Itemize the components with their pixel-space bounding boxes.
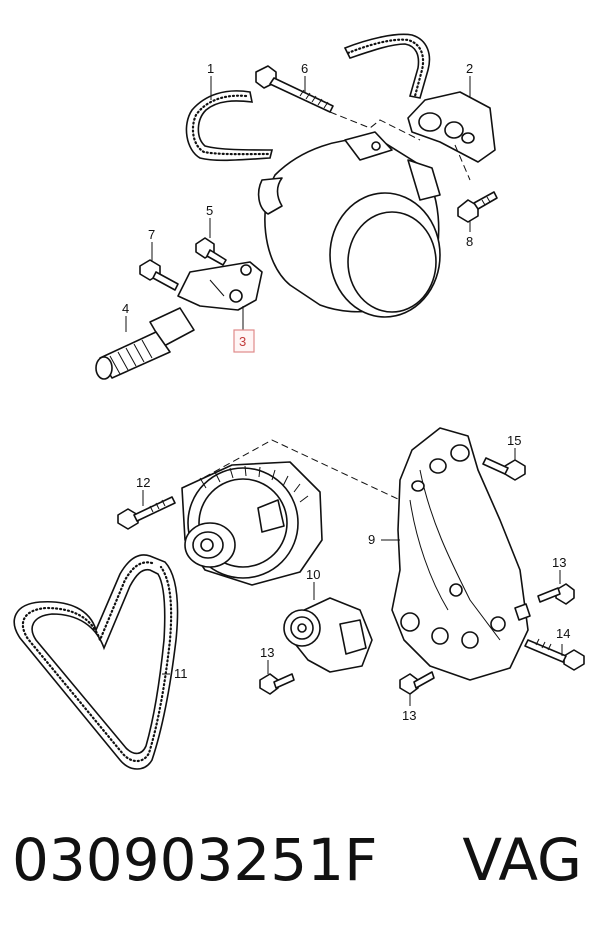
callout-10: 10 [306, 567, 320, 582]
carrier-bracket-9 [391, 427, 531, 681]
part-number: 030903251F [12, 826, 378, 894]
callout-8: 8 [466, 234, 473, 249]
bolt-15 [482, 457, 526, 481]
callout-2: 2 [466, 61, 473, 76]
callout-7: 7 [148, 227, 155, 242]
part-number-caption: 030903251F VAG [0, 810, 600, 910]
callout-3: 3 [239, 334, 246, 349]
bolt-13-right [537, 583, 575, 605]
brand-label: VAG [462, 826, 582, 894]
callout-11: 11 [174, 666, 188, 681]
guide-line-upper-b [454, 144, 471, 181]
tensioner-10 [283, 597, 373, 673]
bolt-14 [524, 638, 585, 671]
guide-line-upper-a [329, 111, 421, 141]
callouts-lower: 12 9 10 11 15 13 14 13 13 [136, 433, 570, 723]
bolt-13-left [259, 673, 295, 695]
bolt-5 [195, 237, 227, 266]
ribbed-belt-lower [13, 554, 179, 770]
callout-13-left: 13 [260, 645, 274, 660]
callout-12: 12 [136, 475, 150, 490]
callout-6: 6 [301, 61, 308, 76]
callout-13-center: 13 [402, 708, 416, 723]
callout-13-right: 13 [552, 555, 566, 570]
adjusting-stud-4 [95, 307, 195, 380]
callout-4: 4 [122, 301, 129, 316]
long-bolt-6 [255, 65, 334, 113]
mounting-bracket-2 [407, 91, 496, 163]
bolt-13-center [399, 671, 435, 695]
callout-15: 15 [507, 433, 521, 448]
callout-3-highlight-box [233, 329, 255, 353]
alternator-upper [257, 131, 441, 318]
bolt-12 [117, 496, 176, 530]
bolt-7 [139, 259, 179, 291]
bolt-8 [457, 191, 498, 223]
guide-line-lower [184, 439, 401, 501]
ribbed-belt-upper [185, 33, 431, 162]
bracket-plate-3 [177, 261, 263, 311]
callouts-upper: 1 6 2 8 5 7 4 3 [122, 61, 473, 353]
callout-14: 14 [556, 626, 570, 641]
alternator-lower [181, 461, 323, 586]
callout-1: 1 [207, 61, 214, 76]
callout-9: 9 [368, 532, 375, 547]
callout-5: 5 [206, 203, 213, 218]
